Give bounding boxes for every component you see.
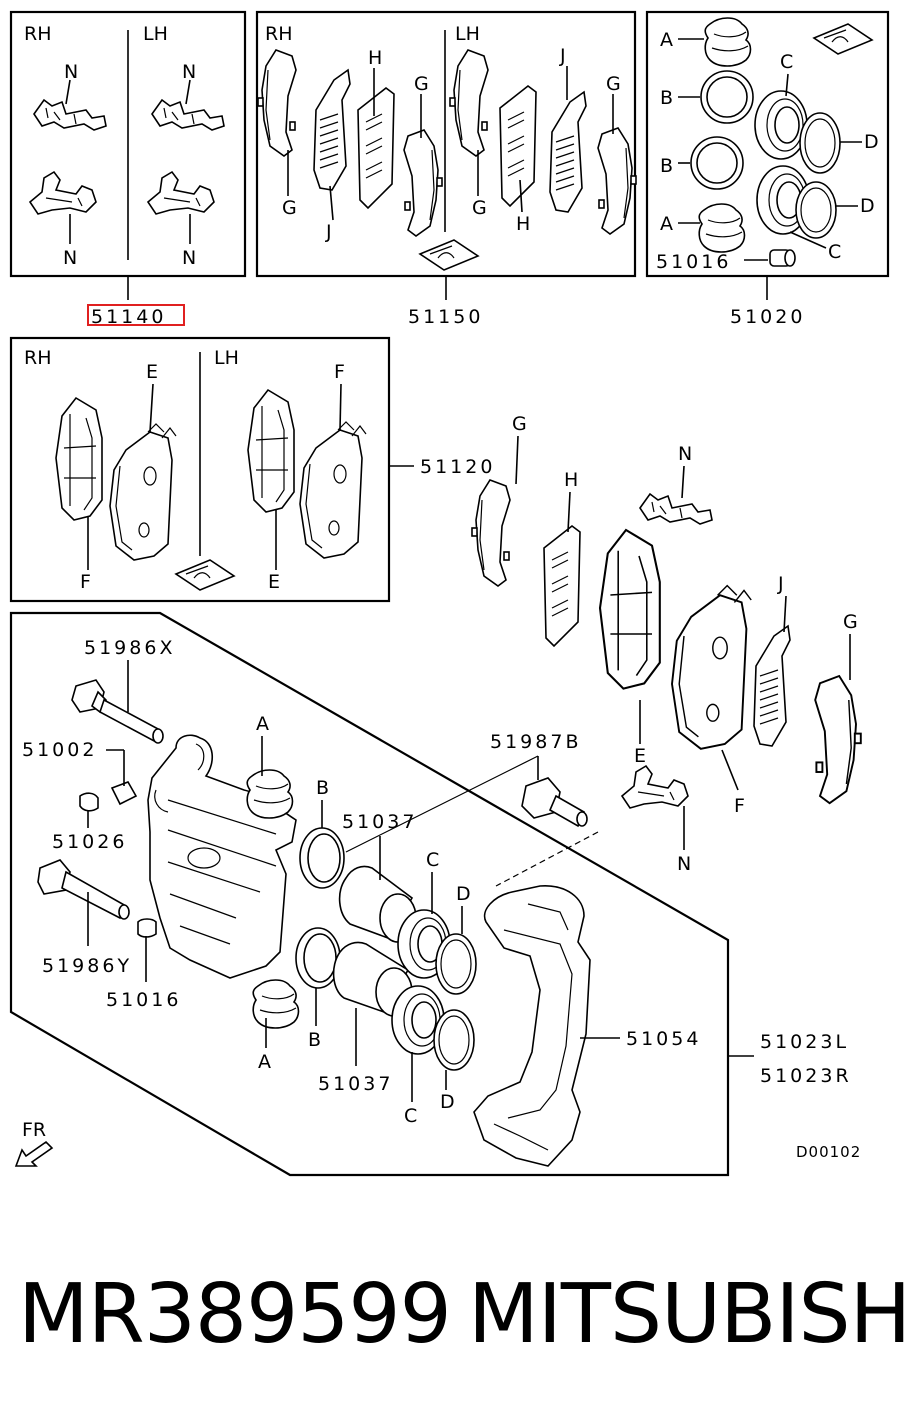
letter-f: F: [80, 571, 91, 593]
letter-j: J: [559, 45, 566, 67]
letter-g: G: [282, 197, 297, 219]
part-number-51987b[interactable]: 51987B: [490, 731, 581, 753]
letter-a: A: [660, 29, 673, 51]
letter-j: J: [777, 573, 784, 595]
letter-c: C: [404, 1105, 417, 1127]
letter-h: H: [564, 469, 578, 491]
highlight-box: [87, 304, 185, 326]
part-number-51140[interactable]: 51140: [91, 306, 166, 328]
guide-pin-y: [37, 859, 130, 920]
letter-c: C: [426, 849, 439, 871]
part-number-51054[interactable]: 51054: [626, 1028, 701, 1050]
letter-c: C: [828, 241, 841, 263]
letter-a: A: [258, 1051, 271, 1073]
part-number-51023l[interactable]: 51023L: [760, 1031, 849, 1053]
part-number-51150[interactable]: 51150: [408, 306, 483, 328]
label-rh: RH: [24, 347, 52, 369]
label-lh: LH: [214, 347, 239, 369]
letter-g: G: [843, 611, 858, 633]
letter-g: G: [472, 197, 487, 219]
letter-e: E: [146, 361, 158, 383]
part-number-51016[interactable]: 51016: [656, 251, 731, 273]
letter-e: E: [634, 745, 646, 767]
part-number-51986y[interactable]: 51986Y: [42, 955, 132, 977]
exploded-pad-kit: G H N J G E F N: [471, 413, 862, 875]
part-number-51037[interactable]: 51037: [318, 1073, 393, 1095]
letter-b: B: [316, 777, 329, 799]
letter-n: N: [182, 61, 196, 83]
letter-g: G: [606, 73, 621, 95]
letter-h: H: [368, 47, 382, 69]
guide-pin-x: [71, 679, 164, 744]
caliper-assembly: 51023L 51023R 51986X 51002 51026 51986Y …: [9, 611, 861, 1177]
part-number-51016[interactable]: 51016: [106, 989, 181, 1011]
letter-n: N: [677, 853, 691, 875]
letter-d: D: [864, 131, 879, 153]
footer: MR389599 MITSUBISHI: [0, 1260, 909, 1370]
letter-c: C: [780, 51, 793, 73]
part-number-51020[interactable]: 51020: [730, 306, 805, 328]
label-rh: RH: [24, 23, 52, 45]
letter-d: D: [440, 1091, 455, 1113]
caliper-support: [473, 885, 591, 1167]
letter-h: H: [516, 213, 530, 235]
box-51140: RH LH N N N N 51140: [9, 10, 247, 328]
label-lh: LH: [455, 23, 480, 45]
letter-j: J: [325, 221, 332, 243]
letter-n: N: [182, 247, 196, 269]
footer-brand: MITSUBISHI: [468, 1267, 909, 1362]
letter-b: B: [660, 155, 673, 177]
letter-g: G: [512, 413, 527, 435]
box-51120: RH LH E F F E 51120: [9, 336, 495, 603]
letter-d: D: [456, 883, 471, 905]
letter-d: D: [860, 195, 875, 217]
front-arrow-icon: [14, 1140, 54, 1167]
drawing-code: D00102: [796, 1143, 861, 1161]
mounting-bolt: [521, 777, 588, 828]
label-lh: LH: [143, 23, 168, 45]
letter-b: B: [308, 1029, 321, 1051]
letter-b: B: [660, 87, 673, 109]
label-rh: RH: [265, 23, 293, 45]
letter-e: E: [268, 571, 280, 593]
direction-label: FR: [22, 1119, 46, 1141]
part-number-51120[interactable]: 51120: [420, 456, 495, 478]
box-51020: A B B A C C D D 51016 51020: [645, 10, 890, 328]
letter-a: A: [256, 713, 269, 735]
part-number-51002[interactable]: 51002: [22, 739, 97, 761]
part-number-51986x[interactable]: 51986X: [84, 637, 175, 659]
letter-f: F: [334, 361, 345, 383]
letter-n: N: [63, 247, 77, 269]
letter-a: A: [660, 213, 673, 235]
box-51150: RH LH G J H G G H J G 51150: [255, 10, 637, 328]
letter-n: N: [678, 443, 692, 465]
letter-g: G: [414, 73, 429, 95]
footer-part-number: MR389599: [18, 1267, 452, 1362]
part-number-51023r[interactable]: 51023R: [760, 1065, 852, 1087]
part-number-51026[interactable]: 51026: [52, 831, 127, 853]
letter-f: F: [734, 795, 745, 817]
letter-n: N: [64, 61, 78, 83]
